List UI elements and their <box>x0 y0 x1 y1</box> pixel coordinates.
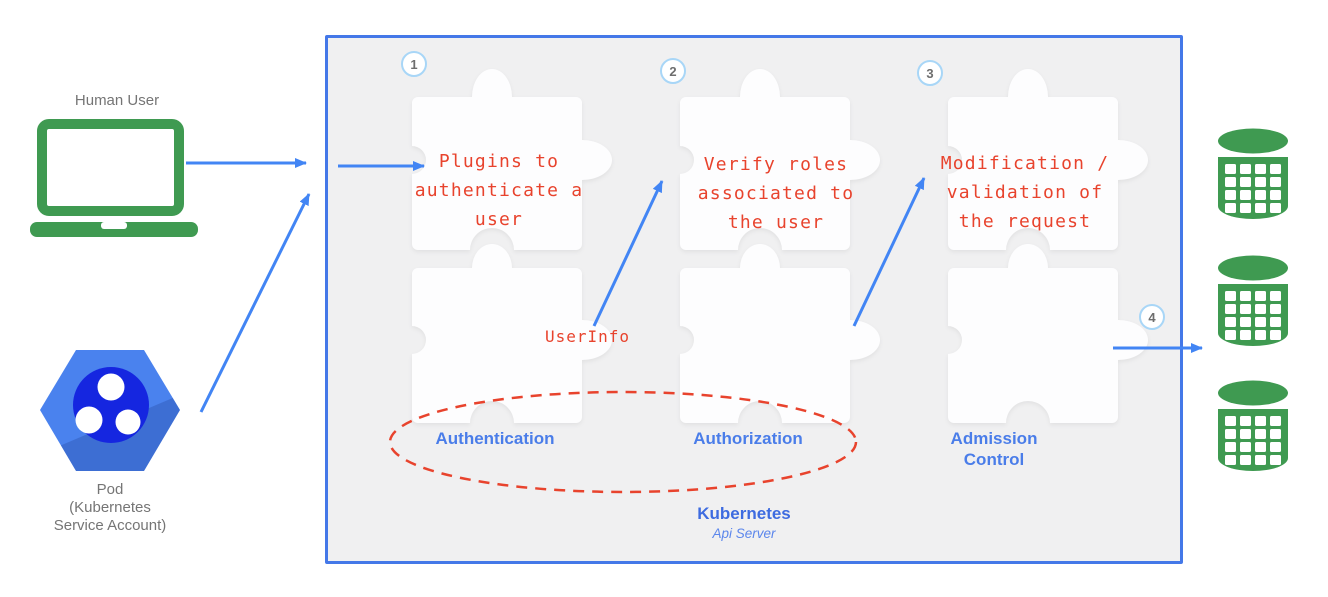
puzzle-piece-authorization-top <box>680 69 880 250</box>
admission-label-line: Admission <box>950 429 1038 448</box>
database-icon <box>1218 380 1288 471</box>
note-line: associated to <box>697 183 855 204</box>
database-icon <box>1218 255 1288 346</box>
puzzle-piece-authentication-top <box>412 69 612 250</box>
authentication-label: Authentication <box>435 429 555 448</box>
step-circle-1: 1 <box>401 51 427 77</box>
arrow-authorization-to-admission <box>852 177 926 327</box>
step-circle-3: 3 <box>917 60 943 86</box>
note-line: Plugins to <box>438 151 560 172</box>
userinfo-label: UserInfo <box>545 327 631 346</box>
pod-label-line: (Kubernetes <box>69 499 151 516</box>
note-line: Modification / <box>940 153 1110 174</box>
admission-note: Modification / validation of the request <box>941 149 1110 236</box>
puzzle-piece-admission-bottom <box>948 244 1148 423</box>
authorization-note: Verify roles associated to the user <box>698 150 854 237</box>
note-line: user <box>474 209 524 230</box>
note-line: validation of <box>946 182 1104 203</box>
pod-label: Pod (Kubernetes Service Account) <box>30 481 190 535</box>
apiserver-subtitle: Api Server <box>712 526 776 541</box>
arrow-userinfo-to-authorization <box>592 180 664 327</box>
note-line: authenticate a <box>414 180 584 201</box>
note-line: Verify roles <box>703 154 849 175</box>
pod-label-line: Service Account) <box>53 517 167 534</box>
admission-label-line: Control <box>963 450 1025 469</box>
apiserver-title: Kubernetes <box>697 504 791 523</box>
human-user-label: Human User <box>74 92 160 109</box>
authorization-label: Authorization <box>693 429 803 448</box>
note-line: the request <box>958 211 1092 232</box>
puzzle-piece-authentication-bottom <box>412 244 612 423</box>
pod-label-line: Pod <box>96 481 124 498</box>
arrow-pod-to-apiserver <box>199 193 311 413</box>
puzzle-piece-admission-top <box>948 69 1148 250</box>
authentication-note: Plugins to authenticate a user <box>415 147 584 234</box>
note-line: the user <box>727 212 825 233</box>
authn-authz-group-ellipse <box>388 390 858 494</box>
admission-control-label: Admission Control <box>951 428 1038 470</box>
database-icon <box>1218 128 1288 219</box>
puzzle-piece-authorization-bottom <box>680 244 880 423</box>
step-circle-4: 4 <box>1139 304 1165 330</box>
pod-hexagon-icon <box>40 350 180 471</box>
laptop-icon <box>30 119 198 237</box>
step-circle-2: 2 <box>660 58 686 84</box>
